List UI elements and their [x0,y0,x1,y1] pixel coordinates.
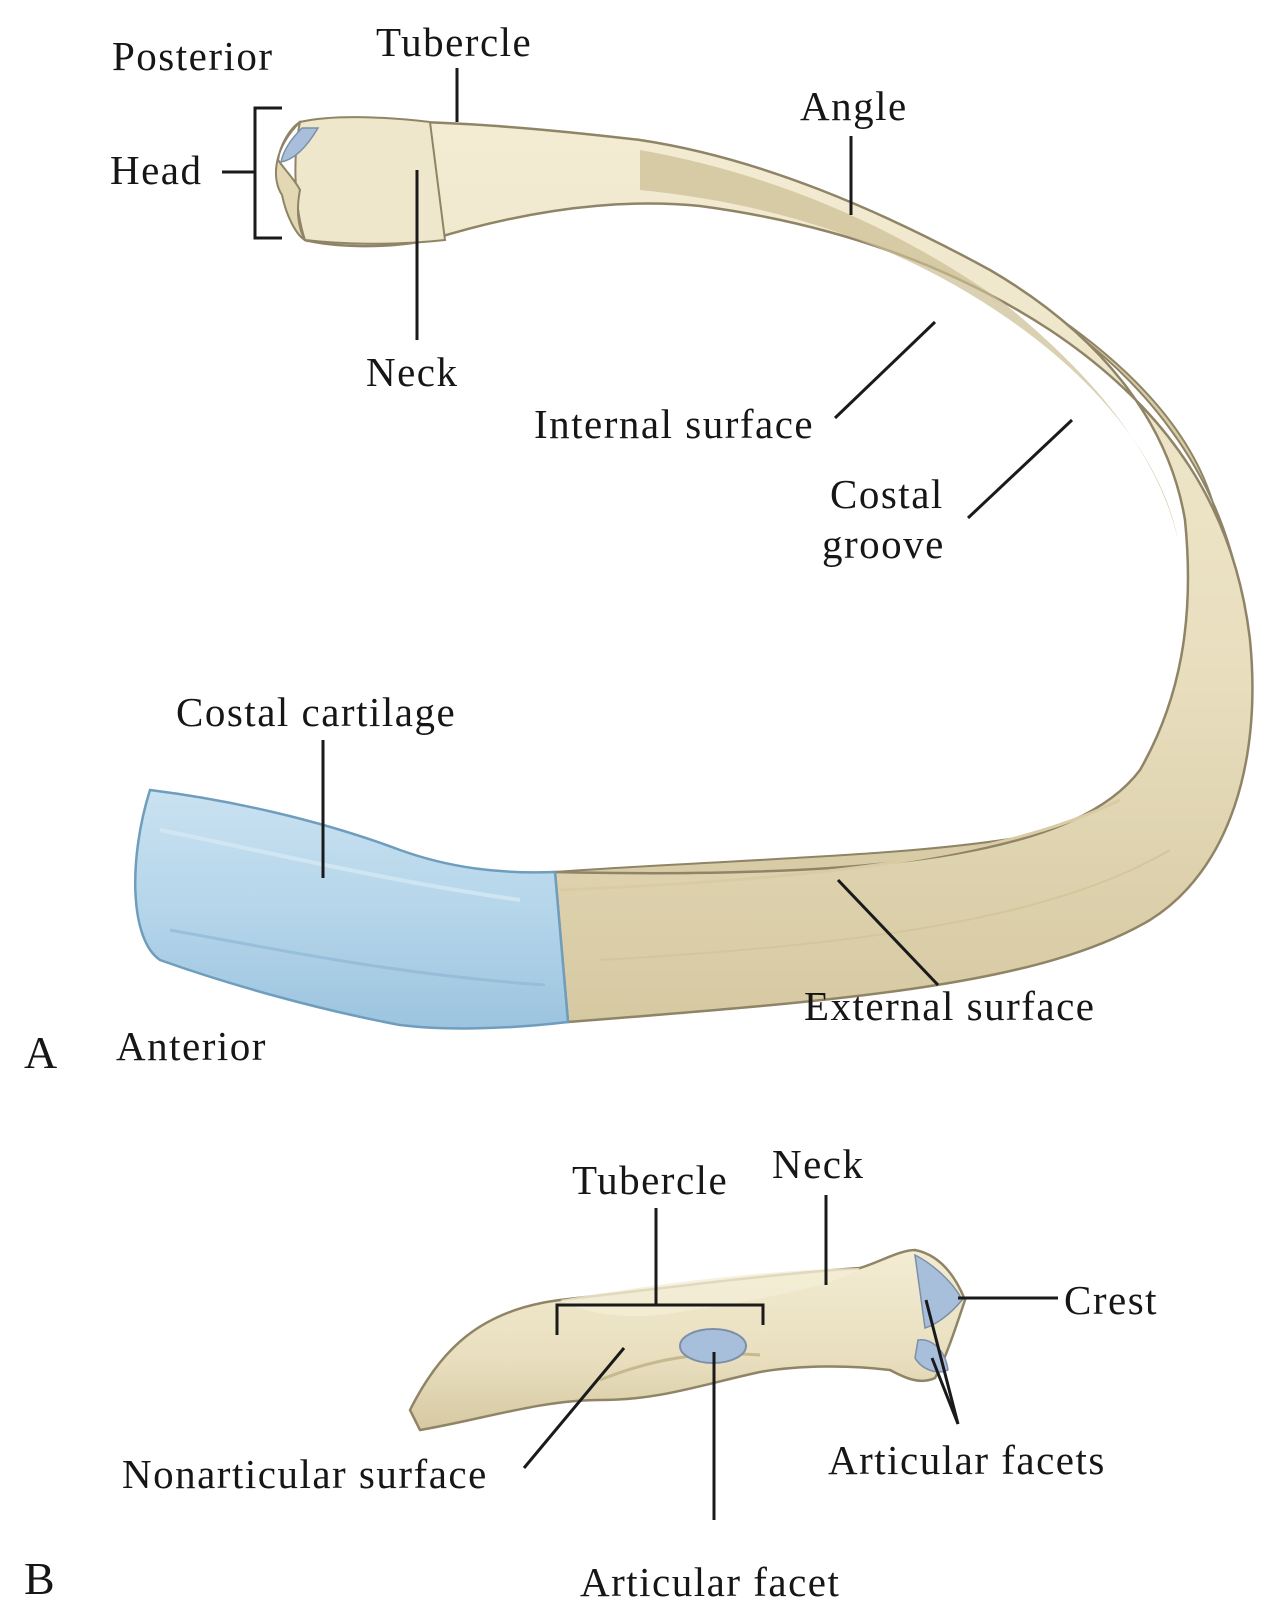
label-internal-surface: Internal surface [534,404,814,445]
label-costal-groove-1: Costal [830,474,944,515]
costal-groove-leader [968,420,1072,518]
label-crest: Crest [1064,1280,1158,1321]
label-external-surface: External surface [804,986,1095,1027]
label-neck-b: Neck [772,1144,865,1185]
label-articular-facets: Articular facets [828,1440,1106,1481]
label-head: Head [110,150,203,191]
label-neck-a: Neck [366,352,459,393]
internal-surface-leader [835,322,935,418]
label-tubercle-a: Tubercle [376,22,532,63]
panel-letter-a: A [24,1030,57,1076]
label-posterior: Posterior [112,36,274,77]
label-anterior: Anterior [116,1026,267,1067]
label-nonarticular-surface: Nonarticular surface [122,1454,488,1495]
label-tubercle-b: Tubercle [572,1160,728,1201]
costal-cartilage-shape [135,790,568,1028]
label-costal-groove-2: groove [822,524,945,565]
panel-letter-b: B [24,1556,55,1602]
label-angle: Angle [800,86,908,127]
label-costal-cartilage: Costal cartilage [176,692,456,733]
label-articular-facet: Articular facet [580,1562,840,1603]
rib-b-body [410,1250,965,1430]
